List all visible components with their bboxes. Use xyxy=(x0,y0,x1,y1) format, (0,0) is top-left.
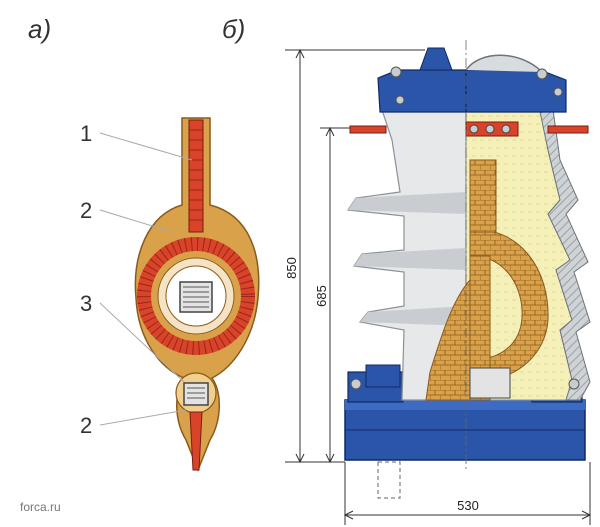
expansion-dome xyxy=(465,54,543,73)
callout-1: 1 xyxy=(80,121,92,146)
primary-column xyxy=(469,159,497,233)
breather xyxy=(419,47,453,71)
top-cap-left xyxy=(377,69,467,113)
panel-b-label: б) xyxy=(222,14,246,44)
primary-lead xyxy=(188,119,204,233)
lower-insulation xyxy=(425,278,471,401)
top-cap-right xyxy=(465,69,567,113)
callout-2-upper: 2 xyxy=(80,198,92,223)
callouts: 1 2 3 2 xyxy=(80,121,92,438)
dimension-lines xyxy=(285,48,592,525)
dimension-850: 850 xyxy=(284,257,299,279)
primary-terminal-right xyxy=(547,125,589,134)
primary-terminal-left xyxy=(349,125,387,134)
transformer-b xyxy=(344,40,591,499)
magnetic-core xyxy=(469,367,511,399)
core-lower xyxy=(183,382,209,406)
dimension-685: 685 xyxy=(314,285,329,307)
panel-a-label: а) xyxy=(28,14,52,44)
cross-section-a xyxy=(99,117,260,473)
callout-3: 3 xyxy=(80,291,92,316)
porcelain-wall-section xyxy=(537,101,591,401)
secondary-lead xyxy=(189,411,203,471)
dimension-530: 530 xyxy=(457,498,479,513)
watermark: forca.ru xyxy=(20,500,61,514)
ground-stub xyxy=(377,461,401,499)
callout-2-lower: 2 xyxy=(80,413,92,438)
